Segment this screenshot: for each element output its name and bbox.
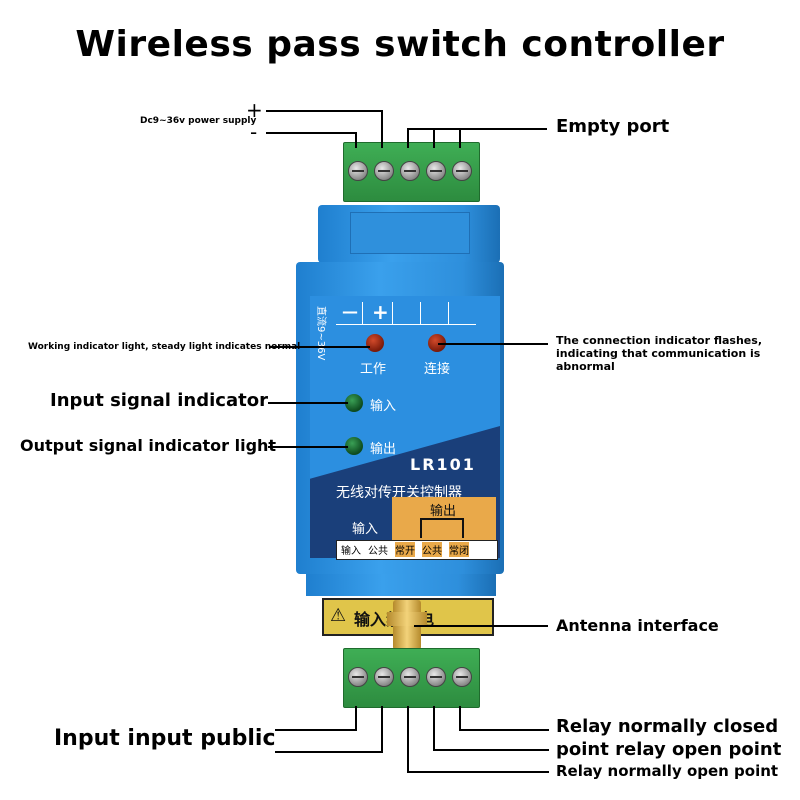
relay-symbol	[420, 518, 464, 538]
term-label-input: 输入	[341, 546, 361, 557]
bottom-line-h2	[275, 751, 383, 753]
polarity-divider-1	[362, 302, 363, 324]
top-screw-5	[452, 161, 472, 181]
top-screw-4	[426, 161, 446, 181]
output-group-label: 输出	[430, 504, 457, 519]
power-supply-label: Dc9~36v power supply	[140, 116, 257, 126]
relay-normally-open-point-label: Relay normally open point	[556, 762, 779, 780]
empty-port-line-h	[407, 128, 547, 130]
plus-line-v	[381, 110, 383, 148]
input-input-public-label: Input input public	[54, 726, 276, 751]
minus-line-v	[355, 132, 357, 148]
input-led-label: 输入	[370, 399, 397, 414]
input-group-label: 输入	[352, 522, 379, 537]
bottom-line-v2	[381, 706, 383, 752]
side-voltage-text: 直流9~36V	[315, 306, 326, 361]
polarity-divider-2	[392, 302, 393, 324]
plus-mark: +	[372, 300, 389, 324]
bottom-line-v5	[459, 706, 461, 730]
polarity-divider-3	[420, 302, 421, 324]
output-led-label: 输出	[370, 442, 397, 457]
empty-port-line-v3	[459, 128, 461, 148]
bottom-line-h5	[459, 729, 549, 731]
page-title: Wireless pass switch controller	[75, 24, 725, 65]
plus-label: +	[246, 98, 263, 122]
antenna-interface-label: Antenna interface	[556, 616, 719, 635]
input-signal-line	[268, 402, 348, 404]
bottom-line-h3	[407, 771, 549, 773]
warning-icon: ⚠	[330, 605, 347, 626]
input-signal-indicator-label: Input signal indicator	[50, 390, 268, 411]
polarity-row: — +	[336, 300, 476, 325]
point-relay-open-point-label: point relay open point	[556, 739, 782, 760]
bottom-screw-1	[348, 667, 368, 687]
minus-line-h	[266, 132, 356, 134]
top-screw-2	[374, 161, 394, 181]
work-led	[366, 334, 384, 352]
term-label-common2: 公共	[422, 542, 442, 557]
bottom-line-v3	[407, 706, 409, 772]
empty-port-line-v2	[433, 128, 435, 148]
connect-led	[428, 334, 446, 352]
housing-top-recess	[350, 212, 470, 254]
antenna-nut	[387, 612, 427, 626]
top-terminal-block	[343, 142, 480, 202]
work-led-label: 工作	[360, 362, 387, 377]
bottom-terminal-block	[343, 648, 480, 708]
terminal-label-row: 输入 公共 常开 公共 常闭	[336, 540, 498, 560]
term-label-common: 公共	[368, 546, 388, 557]
output-signal-indicator-label: Output signal indicator light	[20, 436, 277, 455]
minus-mark: —	[342, 302, 358, 321]
top-screw-3	[400, 161, 420, 181]
bottom-line-h4	[433, 749, 549, 751]
output-signal-line	[268, 446, 348, 448]
connect-led-label: 连接	[424, 362, 451, 377]
working-line	[270, 346, 370, 348]
term-label-nc: 常闭	[449, 542, 469, 557]
input-led	[345, 394, 363, 412]
connection-indicator-label: The connection indicator flashes, indica…	[556, 334, 762, 373]
antenna-line	[414, 625, 548, 627]
bottom-line-h1	[275, 729, 357, 731]
bottom-line-v4	[433, 706, 435, 750]
relay-normally-closed-label: Relay normally closed	[556, 716, 779, 737]
bottom-line-v1	[355, 706, 357, 730]
term-label-no: 常开	[395, 542, 415, 557]
connection-line	[438, 343, 548, 345]
working-indicator-label: Working indicator light, steady light in…	[28, 342, 301, 352]
output-led	[345, 437, 363, 455]
bottom-screw-3	[400, 667, 420, 687]
bottom-screw-5	[452, 667, 472, 687]
model-number: LR101	[410, 455, 476, 474]
bottom-screw-4	[426, 667, 446, 687]
plus-line-h	[266, 110, 382, 112]
empty-port-line-v1	[407, 128, 409, 148]
minus-label: -	[250, 120, 258, 144]
empty-port-label: Empty port	[556, 116, 670, 137]
lower-housing	[306, 574, 496, 596]
polarity-divider-4	[448, 302, 449, 324]
bottom-screw-2	[374, 667, 394, 687]
top-screw-1	[348, 161, 368, 181]
